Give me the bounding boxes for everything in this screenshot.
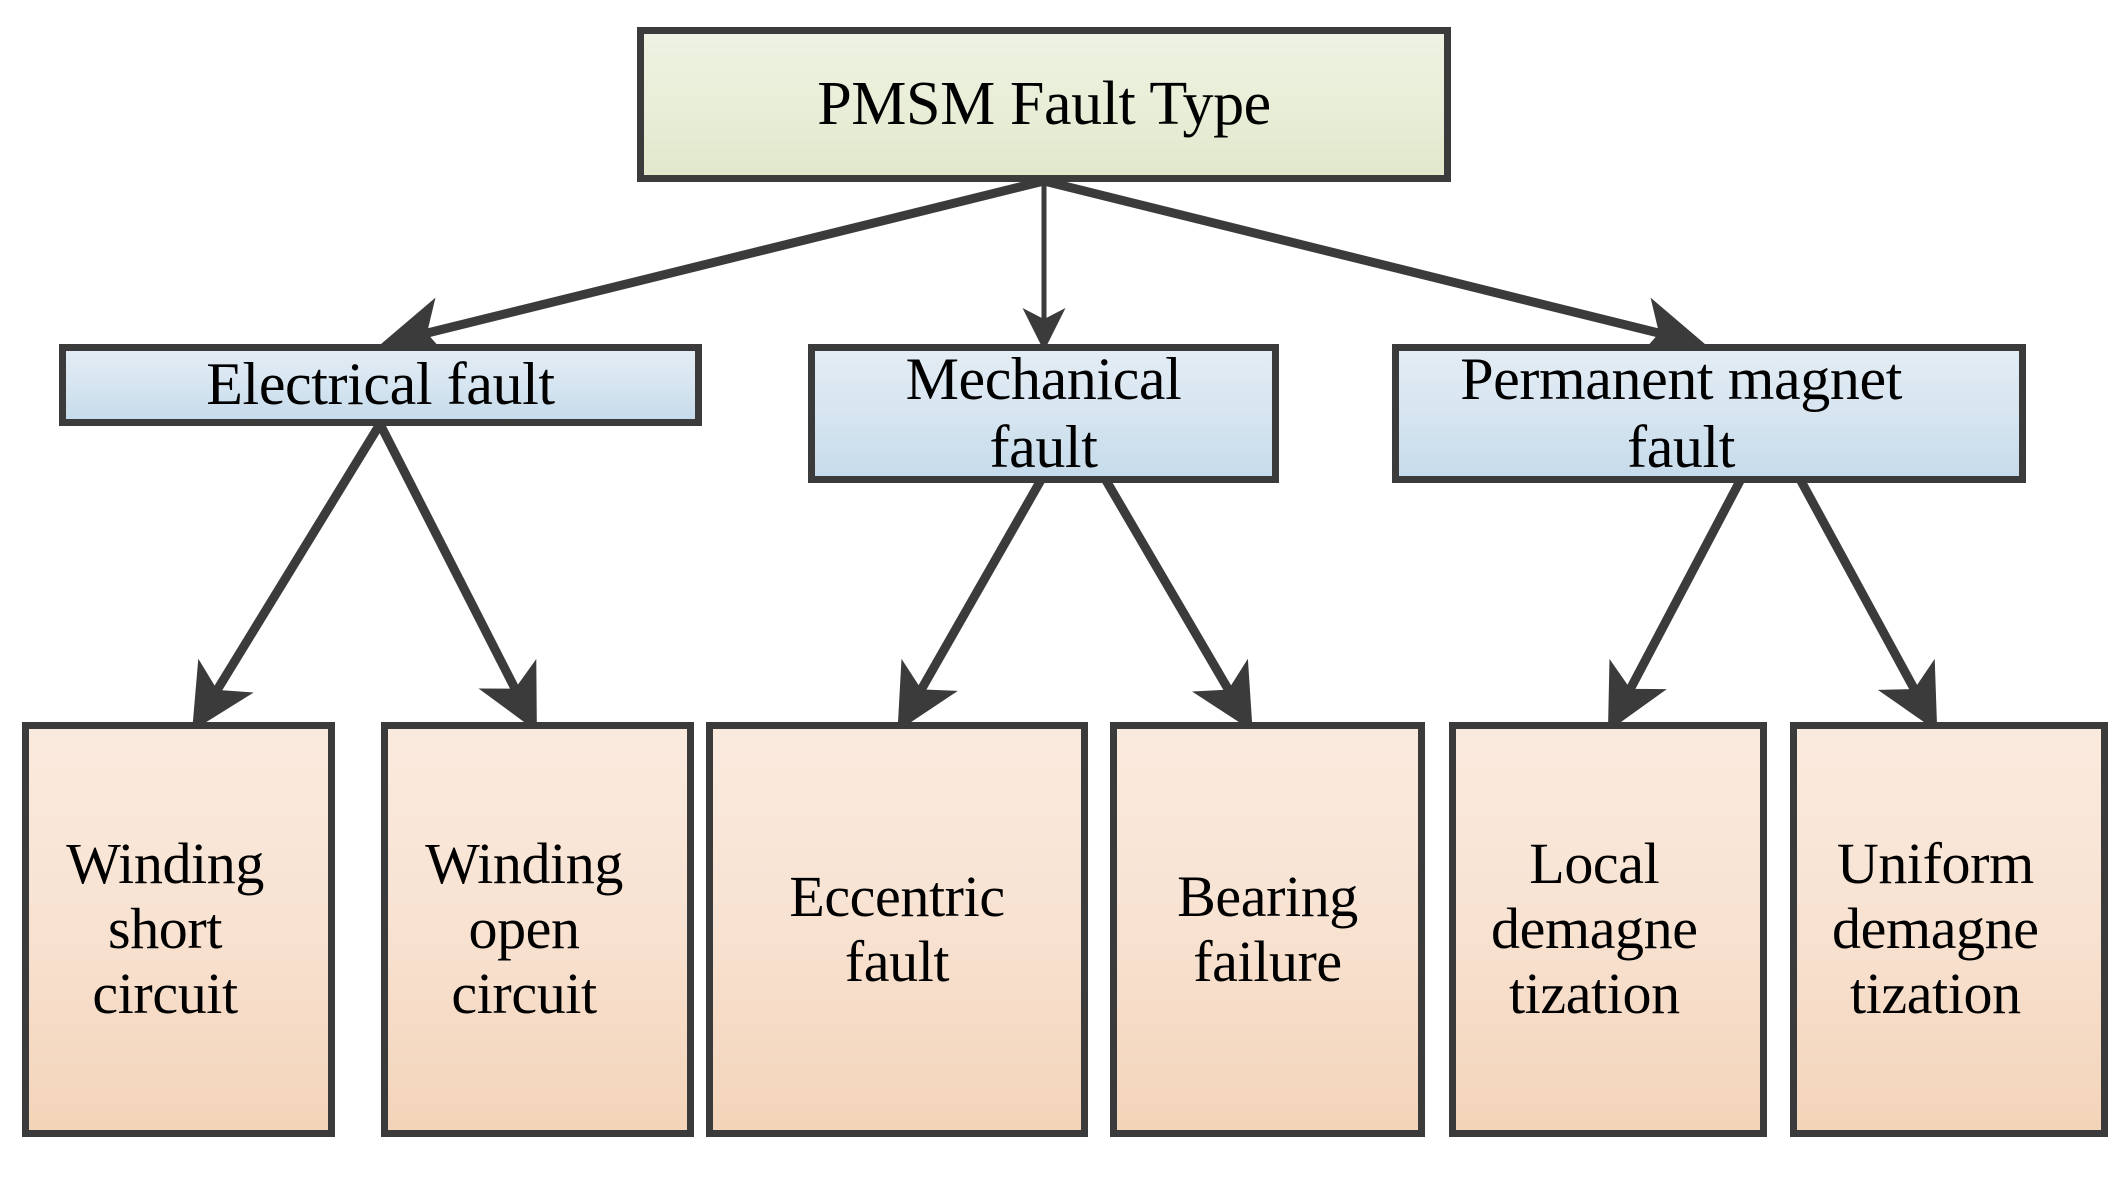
node-electrical-fault-label: Electrical fault xyxy=(206,351,555,418)
node-local-demagnetization-label: Local demagne tization xyxy=(1491,831,1698,1026)
edge-root-magnet xyxy=(1042,176,1706,361)
node-winding-short-circuit[interactable]: Winding short circuit xyxy=(22,722,335,1137)
node-eccentric-fault[interactable]: Eccentric fault xyxy=(706,722,1088,1137)
node-local-demagnetization[interactable]: Local demagne tization xyxy=(1449,722,1767,1137)
node-permanent-magnet-fault[interactable]: Permanent magnet fault xyxy=(1392,344,2026,483)
node-uniform-demagnetization[interactable]: Uniform demagne tization xyxy=(1790,722,2108,1137)
edge-electrical-winding-short-circuit xyxy=(192,421,384,731)
node-root-label: PMSM Fault Type xyxy=(817,69,1271,138)
node-eccentric-fault-label: Eccentric fault xyxy=(789,863,1005,994)
edge-root-electrical xyxy=(380,176,1046,361)
node-bearing-failure-label: Bearing failure xyxy=(1177,863,1358,994)
node-winding-open-circuit[interactable]: Winding open circuit xyxy=(381,722,694,1137)
node-permanent-magnet-fault-label: Permanent magnet fault xyxy=(1460,346,1902,480)
node-winding-short-circuit-label: Winding short circuit xyxy=(66,831,264,1026)
node-mechanical-fault-label: Mechanical fault xyxy=(905,346,1182,480)
node-winding-open-circuit-label: Winding open circuit xyxy=(425,831,623,1026)
node-root[interactable]: PMSM Fault Type xyxy=(637,27,1451,182)
node-electrical-fault[interactable]: Electrical fault xyxy=(59,344,702,426)
node-bearing-failure[interactable]: Bearing failure xyxy=(1110,722,1425,1137)
edge-electrical-winding-open-circuit xyxy=(375,421,537,732)
node-mechanical-fault[interactable]: Mechanical fault xyxy=(808,344,1279,483)
node-uniform-demagnetization-label: Uniform demagne tization xyxy=(1832,831,2039,1026)
